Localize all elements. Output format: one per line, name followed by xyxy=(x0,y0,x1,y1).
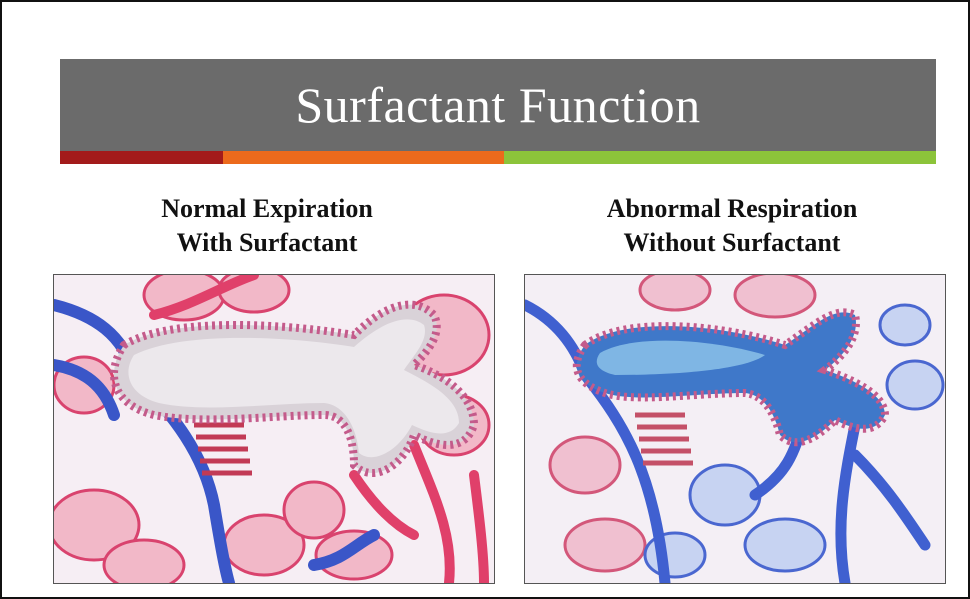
right-heading-line2: Without Surfactant xyxy=(522,226,942,260)
right-heading: Abnormal Respiration Without Surfactant xyxy=(522,192,942,260)
alveoli-collapsed-illustration xyxy=(524,274,946,584)
right-heading-line1: Abnormal Respiration xyxy=(522,192,942,226)
accent-stripe-green xyxy=(504,151,936,164)
left-heading: Normal Expiration With Surfactant xyxy=(62,192,472,260)
left-heading-line2: With Surfactant xyxy=(62,226,472,260)
title-bar: Surfactant Function xyxy=(60,59,936,151)
alveoli-open-illustration xyxy=(53,274,495,584)
left-heading-line1: Normal Expiration xyxy=(62,192,472,226)
accent-stripe-orange xyxy=(223,151,504,164)
accent-stripe-red xyxy=(60,151,223,164)
slide-title: Surfactant Function xyxy=(295,76,700,134)
